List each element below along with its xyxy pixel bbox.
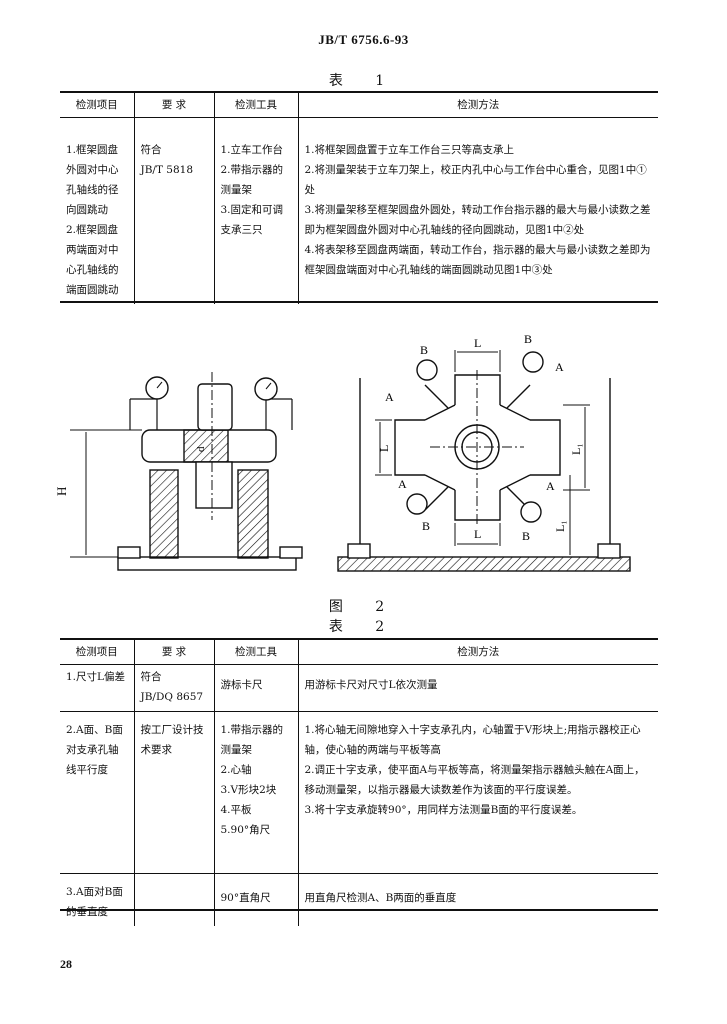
right-view [337, 350, 631, 572]
table1-caption: 表 1 [328, 73, 399, 89]
left-shaft-bottom [195, 461, 233, 509]
table2-requirement-cell [133, 873, 214, 926]
page-number: 28 [60, 957, 72, 971]
table2-header-row: 检测项目 要 求 检测工具 检测方法 [60, 640, 658, 665]
table2-requirement-cell: 按工厂设计技术要求 [133, 711, 214, 874]
right-label-a: A [546, 479, 555, 493]
right-foot-right [597, 543, 621, 559]
table2-tools-cell: 1.带指示器的测量架 2.心轴 3.V形块2块 4.平板 5.90°角尺 [213, 711, 298, 874]
left-shaft-top [197, 383, 233, 431]
table2-bottom-rule [60, 909, 658, 911]
table2-item-cell: 2.A面、B面对支承孔轴线平行度 [66, 724, 123, 776]
table2-top-rule [60, 638, 658, 640]
table2-col-tools: 检测工具 [213, 640, 298, 665]
left-label-h: H [54, 487, 69, 496]
table1-top-rule [60, 91, 658, 93]
table1-method-step: 4.将表架移至圆盘两端面，转动工作台，指示器的最大与最小读数之差即为框架圆盘端面… [304, 244, 651, 276]
standard-number: JB/T 6756.6-93 [318, 32, 409, 47]
right-spoke [506, 384, 531, 409]
left-view [70, 372, 303, 571]
gauge-icon [406, 493, 428, 515]
table2-method-cell: 用直角尺检测A、B两面的垂直度 [297, 873, 658, 926]
table1-method-step: 2.将测量架装于立车刀架上，校正内孔中心与工作台中心重合，见图1中①处 [304, 164, 647, 196]
table2-method-step: 2.调正十字支承，使平面A与平板等高，将测量架指示器触头触在A面上，移动测量架，… [304, 764, 645, 796]
left-label-d: d [195, 446, 207, 452]
table1: 检测项目 要 求 检测工具 检测方法 1.框架圆盘外圆对中心孔轴线的径向圆跳动 … [60, 93, 658, 304]
table1-col-method: 检测方法 [297, 93, 658, 118]
right-cross-fillets [424, 404, 531, 491]
right-label-l1-upper: L₁ [569, 443, 583, 455]
figure2: H d L L L [54, 332, 631, 572]
table1-col-tools: 检测工具 [213, 93, 298, 118]
gauge-icon [416, 359, 438, 381]
right-label-b: B [422, 519, 430, 533]
table2-method-step: 1.将心轴无间隙地穿入十字支承孔内，心轴置于V形块上;用指示器校正心轴，使心轴的… [304, 724, 641, 756]
right-label-l-top: L [474, 336, 481, 350]
table2-tools-cell: 游标卡尺 [213, 664, 298, 712]
table2-row: 1.尺寸L偏差 符合 JB/DQ 8657 游标卡尺 用游标卡尺对尺寸L依次测量 [60, 664, 658, 712]
table2-row: 2.A面、B面对支承孔轴线平行度 按工厂设计技术要求 1.带指示器的测量架 2.… [60, 711, 658, 874]
left-foot-left [117, 546, 141, 559]
table2-col-item: 检测项目 [60, 640, 134, 665]
right-spoke [424, 384, 449, 409]
table1-col-requirement: 要 求 [133, 93, 214, 118]
table1-requirement-cell: 符合 JB/T 5818 [133, 117, 214, 304]
right-label-a: A [555, 360, 564, 374]
left-base-plate [117, 556, 297, 571]
table2-method-step: 用游标卡尺对尺寸L依次测量 [304, 679, 438, 691]
table2-col-requirement: 要 求 [133, 640, 214, 665]
right-spoke [424, 486, 449, 511]
gauge-icon [520, 501, 542, 523]
right-foot-left [347, 543, 371, 559]
right-base-plate [337, 556, 631, 572]
right-label-a: A [398, 477, 407, 491]
table2-item-cell: 3.A面对B面的垂直度 [66, 886, 123, 918]
table1-tools-cell: 1.立车工作台 2.带指示器的测量架 3.固定和可调支承三只 [213, 117, 298, 304]
table2-row: 3.A面对B面的垂直度 90°直角尺 用直角尺检测A、B两面的垂直度 [60, 873, 658, 926]
left-hub [183, 429, 229, 463]
right-label-b: B [420, 343, 428, 357]
right-label-a: A [385, 390, 394, 404]
table1-item-cell: 1.框架圆盘外圆对中心孔轴线的径向圆跳动 2.框架圆盘两端面对中心孔轴线的端面圆… [66, 144, 119, 296]
table2-method-step: 用直角尺检测A、B两面的垂直度 [304, 892, 457, 904]
right-label-l1-lower: L₁ [553, 520, 567, 532]
table2-item-cell: 1.尺寸L偏差 [66, 671, 125, 683]
table1-method-cell: 1.将框架圆盘置于立车工作台三只等高支承上 2.将测量架装于立车刀架上，校正内孔… [297, 117, 658, 304]
table1-header-row: 检测项目 要 求 检测工具 检测方法 [60, 93, 658, 118]
table1-col-item: 检测项目 [60, 93, 134, 118]
table2: 检测项目 要 求 检测工具 检测方法 1.尺寸L偏差 符合 JB/DQ 8657… [60, 640, 658, 926]
table2-requirement-cell: 符合 JB/DQ 8657 [133, 664, 214, 712]
left-support-left [149, 469, 179, 559]
right-label-b: B [524, 332, 532, 346]
left-foot-right [279, 546, 303, 559]
table2-tools-cell: 90°直角尺 [213, 873, 298, 926]
table2-caption: 表 2 [328, 619, 399, 635]
table1-method-step: 1.将框架圆盘置于立车工作台三只等高支承上 [304, 144, 515, 156]
right-label-l-bottom: L [474, 527, 481, 541]
table1-row: 1.框架圆盘外圆对中心孔轴线的径向圆跳动 2.框架圆盘两端面对中心孔轴线的端面圆… [60, 117, 658, 304]
table1-method-step: 3.将测量架移至框架圆盘外圆处，转动工作台指示器的最大与最小读数之差即为框架圆盘… [304, 204, 651, 236]
right-label-l-left: L [377, 445, 391, 452]
gauge-icon [522, 351, 544, 373]
right-label-b: B [522, 529, 530, 543]
table2-method-cell: 用游标卡尺对尺寸L依次测量 [297, 664, 658, 712]
table2-method-cell: 1.将心轴无间隙地穿入十字支承孔内，心轴置于V形块上;用指示器校正心轴，使心轴的… [297, 711, 658, 874]
figure2-caption: 图 2 [328, 599, 399, 615]
table2-method-step: 3.将十字支承旋转90°，用同样方法测量B面的平行度误差。 [304, 804, 583, 816]
table1-bottom-rule [60, 301, 658, 303]
table2-col-method: 检测方法 [297, 640, 658, 665]
left-support-right [237, 469, 269, 559]
